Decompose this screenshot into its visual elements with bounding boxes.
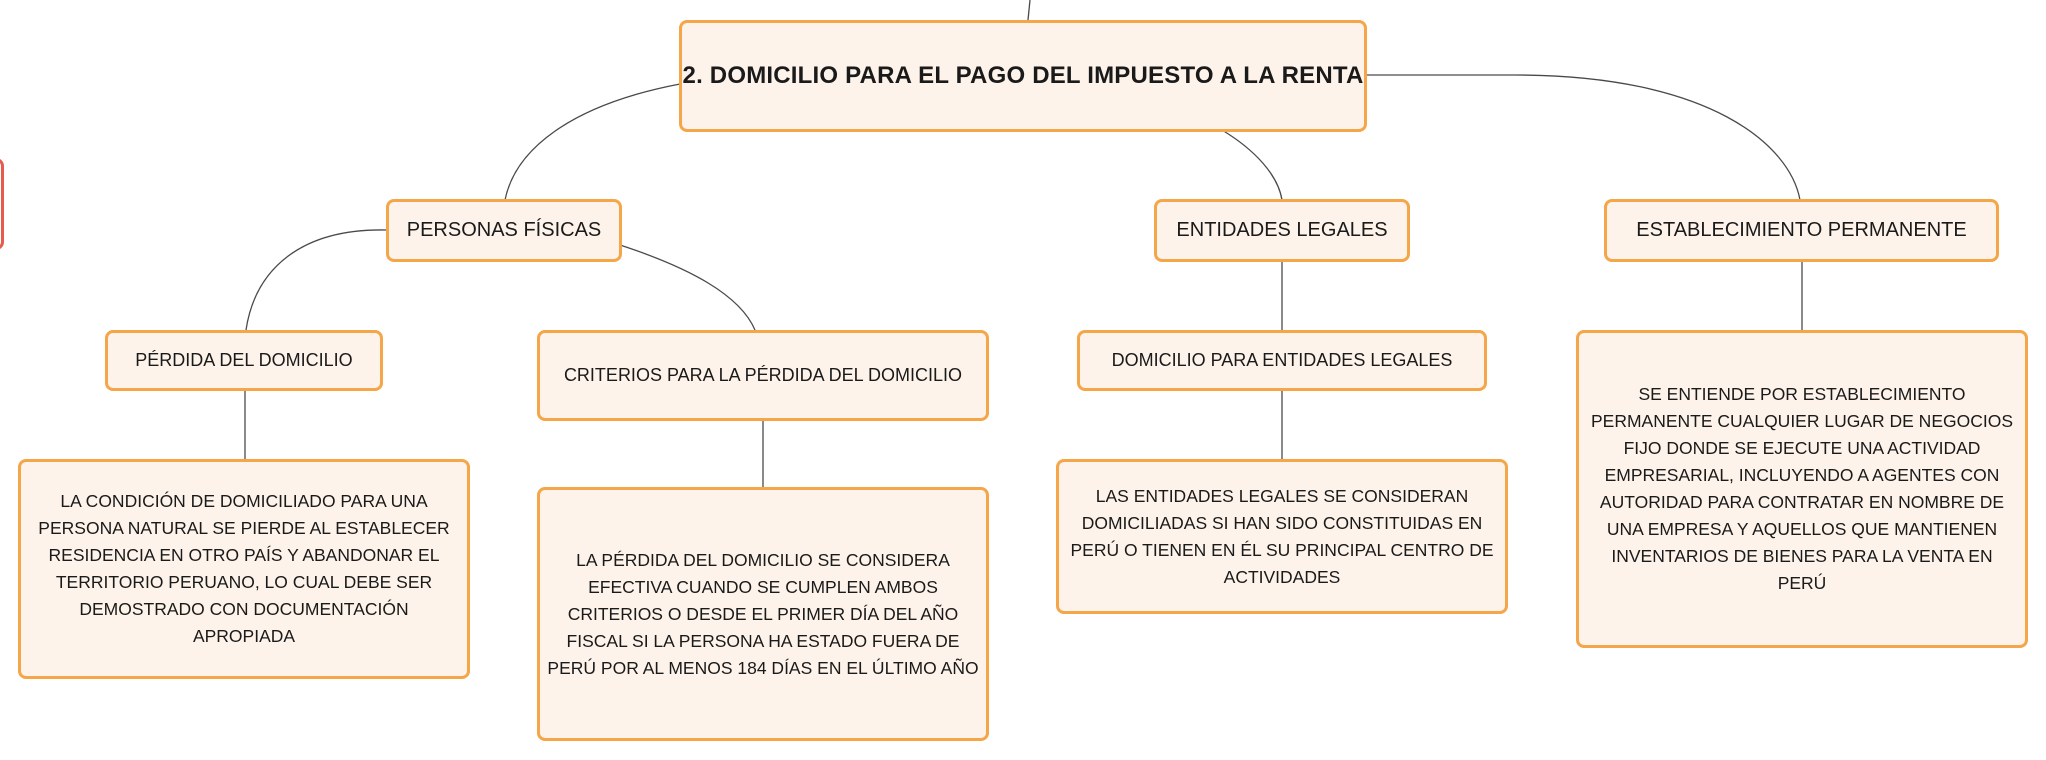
detail-node-domicilio-entidades[interactable]: LAS ENTIDADES LEGALES SE CONSIDERAN DOMI… bbox=[1056, 459, 1508, 614]
detail-node-perdida-domicilio[interactable]: LA CONDICIÓN DE DOMICILIADO PARA UNA PER… bbox=[18, 459, 470, 679]
detail-node-criterios[interactable]: LA PÉRDIDA DEL DOMICILIO SE CONSIDERA EF… bbox=[537, 487, 989, 741]
subtopic-node-perdida-domicilio[interactable]: PÉRDIDA DEL DOMICILIO bbox=[105, 330, 383, 391]
detail-node-text: LAS ENTIDADES LEGALES SE CONSIDERAN DOMI… bbox=[1070, 485, 1494, 587]
branch-node-label: ESTABLECIMIENTO PERMANENTE bbox=[1636, 219, 1967, 241]
connector-personas-to-perdida bbox=[245, 229, 388, 331]
root-node[interactable]: 2. DOMICILIO PARA EL PAGO DEL IMPUESTO A… bbox=[679, 20, 1367, 132]
connector-off-canvas-to-root bbox=[1027, 0, 1031, 21]
detail-node-establecimiento-permanente[interactable]: SE ENTIENDE POR ESTABLECIMIENTO PERMANEN… bbox=[1576, 330, 2028, 648]
subtopic-node-criterios[interactable]: CRITERIOS PARA LA PÉRDIDA DEL DOMICILIO bbox=[537, 330, 989, 421]
connector-root-to-personas bbox=[504, 83, 681, 201]
connector-root-to-establecimiento bbox=[1366, 74, 1801, 201]
branch-node-entidades-legales[interactable]: ENTIDADES LEGALES bbox=[1154, 199, 1410, 262]
partial-offscreen-node[interactable] bbox=[0, 158, 4, 250]
connector-root-to-entidades bbox=[1221, 129, 1283, 201]
branch-node-personas-fisicas[interactable]: PERSONAS FÍSICAS bbox=[386, 199, 622, 262]
subtopic-node-label: PÉRDIDA DEL DOMICILIO bbox=[135, 350, 353, 370]
detail-node-text: LA PÉRDIDA DEL DOMICILIO SE CONSIDERA EF… bbox=[547, 549, 979, 678]
root-node-label: 2. DOMICILIO PARA EL PAGO DEL IMPUESTO A… bbox=[682, 62, 1364, 89]
connector-personas-to-criterios bbox=[619, 244, 756, 331]
branch-node-label: ENTIDADES LEGALES bbox=[1176, 219, 1388, 241]
detail-node-text: SE ENTIENDE POR ESTABLECIMIENTO PERMANEN… bbox=[1590, 384, 2014, 593]
branch-node-label: PERSONAS FÍSICAS bbox=[406, 219, 602, 241]
detail-node-text: LA CONDICIÓN DE DOMICILIADO PARA UNA PER… bbox=[38, 491, 450, 646]
subtopic-node-label: DOMICILIO PARA ENTIDADES LEGALES bbox=[1111, 350, 1453, 370]
subtopic-node-label: CRITERIOS PARA LA PÉRDIDA DEL DOMICILIO bbox=[563, 365, 963, 385]
branch-node-establecimiento-permanente[interactable]: ESTABLECIMIENTO PERMANENTE bbox=[1604, 199, 1999, 262]
subtopic-node-domicilio-entidades[interactable]: DOMICILIO PARA ENTIDADES LEGALES bbox=[1077, 330, 1487, 391]
